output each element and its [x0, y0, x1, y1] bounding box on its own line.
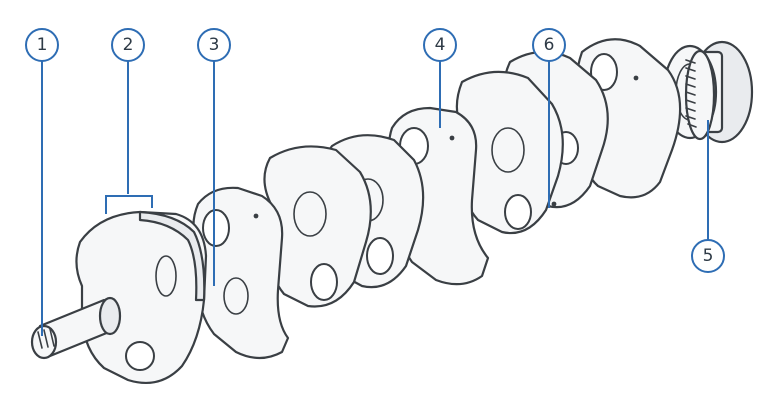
callout-5-label: 5 [703, 246, 714, 266]
callout-2-label: 2 [123, 35, 134, 55]
callout-3: 3 [197, 28, 231, 62]
crank-web-2 [192, 186, 290, 360]
callout-4: 4 [423, 28, 457, 62]
leader-2-bracket [105, 195, 153, 214]
callout-1-label: 1 [37, 35, 48, 55]
callout-3-label: 3 [209, 35, 220, 55]
timing-gear [684, 49, 716, 141]
callout-5: 5 [691, 239, 725, 273]
callout-2: 2 [111, 28, 145, 62]
callout-4-label: 4 [435, 35, 446, 55]
callout-6-label: 6 [544, 35, 555, 55]
leader-lines [41, 61, 709, 336]
front-counterweight [75, 210, 208, 384]
callout-1: 1 [25, 28, 59, 62]
front-snout [30, 296, 122, 360]
crank-web-6 [455, 70, 564, 235]
callout-6: 6 [532, 28, 566, 62]
crank-web-3 [263, 145, 372, 308]
